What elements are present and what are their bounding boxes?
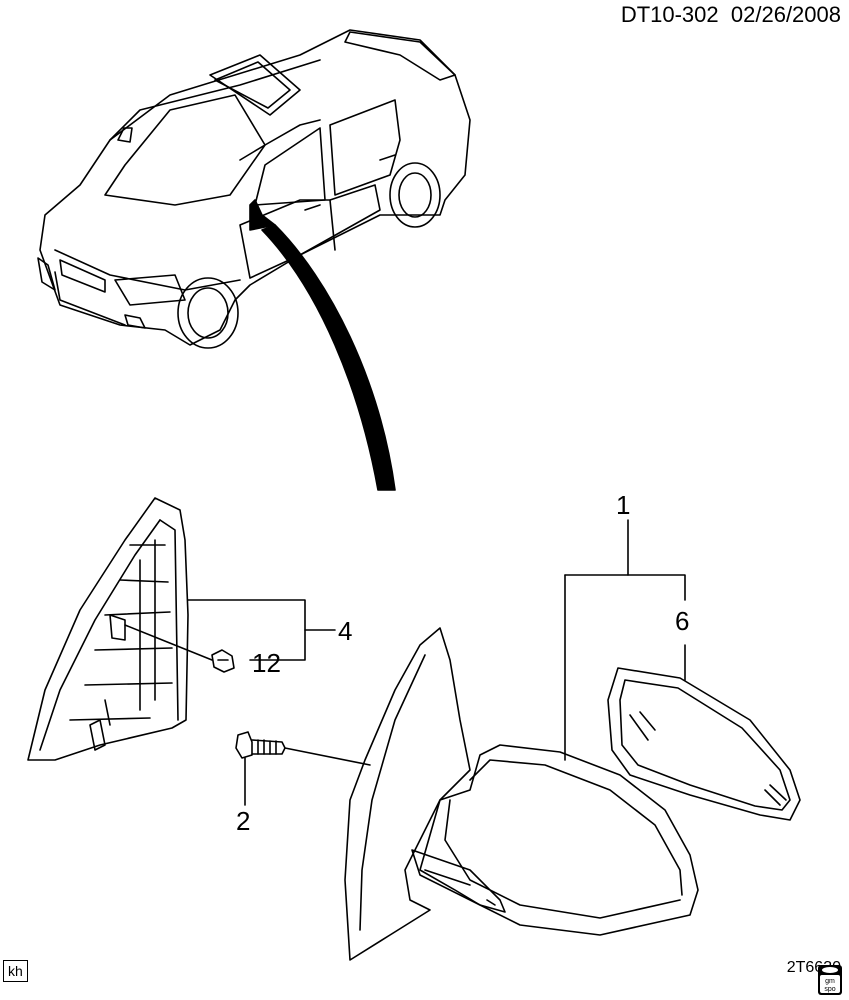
callout-4-bracket bbox=[187, 599, 306, 661]
callout-1: 1 bbox=[616, 490, 631, 520]
callout-1-bracket bbox=[564, 574, 686, 601]
author-tag: kh bbox=[3, 960, 28, 982]
doc-id: DT10-302 bbox=[620, 2, 719, 27]
callout-6: 6 bbox=[675, 606, 690, 636]
car-illustration bbox=[37, 29, 471, 349]
mirror-assembly-part bbox=[344, 574, 699, 961]
screw-part bbox=[235, 731, 371, 806]
doc-header: DT10-302 02/26/2008 bbox=[621, 4, 841, 26]
gm-spo-logo-icon: gm spo bbox=[818, 965, 842, 995]
clip-part bbox=[124, 624, 235, 673]
doc-date: 02/26/2008 bbox=[730, 2, 841, 27]
callout-2: 2 bbox=[236, 806, 251, 836]
svg-text:gm: gm bbox=[825, 978, 835, 985]
mirror-pointer-arrow bbox=[261, 224, 396, 491]
mirror-glass-part bbox=[607, 644, 801, 821]
svg-text:spo: spo bbox=[824, 986, 835, 993]
mirror-bracket-part bbox=[27, 497, 189, 761]
callout-4: 4 bbox=[338, 616, 353, 646]
callout-12: 12 bbox=[252, 648, 281, 678]
